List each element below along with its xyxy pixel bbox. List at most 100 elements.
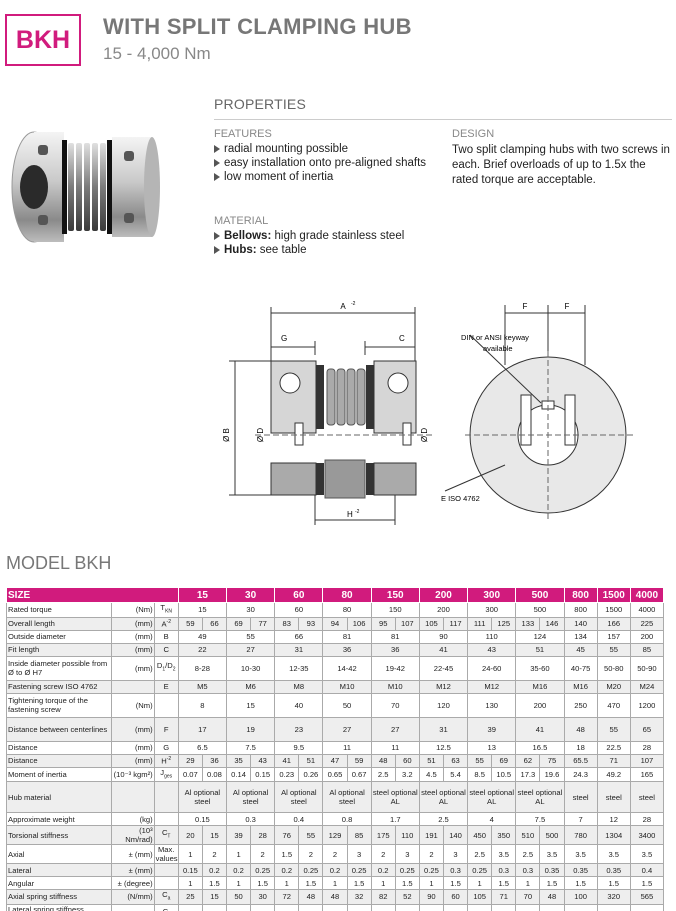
- keyway-note: DIN or ANSI keyway: [461, 333, 529, 342]
- table-cell: 0.3: [515, 863, 541, 878]
- table-cell: 110: [394, 825, 420, 846]
- table-cell: 0.2: [201, 863, 228, 878]
- material-item: Bellows: high grade stainless steel: [214, 229, 439, 243]
- feature-item: low moment of inertia: [214, 170, 439, 184]
- table-cell: 39: [225, 825, 252, 846]
- table-cell: 166: [596, 616, 631, 631]
- table-cell: M16: [515, 679, 565, 694]
- feature-item: easy installation onto pre-aligned shaft…: [214, 156, 439, 170]
- row-label: Moment of inertia: [5, 766, 113, 783]
- technical-drawing: A -2 G C Ø B Ø D Ø D H -2 F F DIN or ANS…: [222, 301, 635, 525]
- table-cell: 19: [225, 716, 276, 742]
- table-cell: 2.5: [418, 812, 469, 827]
- table-cell: 48: [539, 889, 565, 905]
- table-cell: 0.4: [629, 863, 665, 878]
- table-cell: 52: [394, 889, 420, 905]
- row-label: Fit length: [5, 642, 113, 657]
- row-symbol: B: [153, 629, 179, 644]
- table-cell: 5.4: [442, 766, 469, 783]
- row-label: Hub material: [5, 781, 113, 814]
- row-unit: (Nm): [111, 692, 155, 718]
- table-row: Lateral spring stiffness (N/mm)Cr4751379…: [5, 903, 665, 911]
- material-text: see table: [256, 244, 307, 256]
- table-cell: 0.23: [274, 766, 300, 783]
- product-badge: BKH: [5, 14, 81, 66]
- feature-item: radial mounting possible: [214, 142, 439, 156]
- table-cell: 0.2: [225, 863, 252, 878]
- table-cell: 27: [225, 642, 276, 657]
- table-cell: 1.5: [250, 876, 276, 891]
- row-symbol: A-2: [153, 616, 179, 631]
- material-item: Hubs: see table: [214, 243, 439, 257]
- table-cell: 1: [370, 876, 396, 891]
- table-cell: 41: [515, 716, 565, 742]
- table-cell: 70: [515, 889, 541, 905]
- table-cell: 69: [225, 616, 252, 631]
- dim-d2: Ø D: [420, 428, 429, 442]
- size-column-header: 800: [563, 587, 598, 603]
- table-cell: 60: [442, 889, 469, 905]
- row-label: Inside diameter possible from Ø to Ø H7: [5, 655, 113, 681]
- table-cell: 55: [596, 642, 631, 657]
- table-cell: 17: [177, 716, 228, 742]
- table-cell: 25: [177, 889, 203, 905]
- table-cell: 1.5: [563, 876, 598, 891]
- row-unit: (kg): [111, 812, 155, 827]
- table-cell: 55: [225, 629, 276, 644]
- table-cell: 3750: [467, 903, 493, 911]
- table-cell: 1.5: [201, 876, 228, 891]
- size-column-header: 60: [274, 587, 324, 603]
- table-cell: 6070: [629, 903, 665, 911]
- table-cell: 7.5: [225, 740, 276, 755]
- table-cell: steel: [563, 781, 598, 814]
- table-cell: 2: [201, 844, 228, 865]
- material-label: Hubs:: [224, 244, 257, 256]
- table-cell: 30: [225, 602, 276, 618]
- table-cell: 65.5: [563, 753, 598, 768]
- table-cell: 0.07: [177, 766, 203, 783]
- table-cell: 150: [370, 602, 420, 618]
- row-unit: (mm): [111, 740, 155, 755]
- dim-f: F: [523, 302, 528, 311]
- table-cell: 83: [274, 616, 300, 631]
- table-cell: 1.5: [491, 876, 517, 891]
- table-cell: 93: [298, 616, 324, 631]
- table-cell: 0.35: [563, 863, 598, 878]
- table-cell: 2: [298, 844, 324, 865]
- table-cell: 0.67: [346, 766, 372, 783]
- table-cell: M8: [274, 679, 324, 694]
- table-cell: 36: [370, 642, 420, 657]
- table-cell: 76: [274, 825, 300, 846]
- table-cell: 475: [177, 903, 203, 911]
- table-cell: 1: [515, 876, 541, 891]
- table-cell: steel: [596, 781, 631, 814]
- table-cell: 420: [298, 903, 324, 911]
- table-cell: 105: [418, 616, 444, 631]
- table-cell: 20: [177, 825, 203, 846]
- screw-note: E ISO 4762: [441, 494, 480, 503]
- table-cell: 35-60: [515, 655, 565, 681]
- table-cell: 450: [467, 825, 493, 846]
- table-cell: M16: [563, 679, 598, 694]
- table-cell: 300: [467, 602, 517, 618]
- table-cell: 140: [563, 616, 598, 631]
- table-cell: 36: [322, 642, 372, 657]
- table-cell: 2500: [515, 903, 541, 911]
- table-cell: 10-30: [225, 655, 276, 681]
- table-cell: Al optional steel: [322, 781, 372, 814]
- keyway-note-2: available: [483, 344, 513, 353]
- size-column-header: 30: [225, 587, 276, 603]
- table-cell: 40: [274, 692, 324, 718]
- table-cell: 840: [539, 903, 565, 911]
- dim-d1: Ø D: [256, 428, 265, 442]
- table-cell: 1: [225, 844, 252, 865]
- table-cell: 41: [274, 753, 300, 768]
- table-cell: 94: [322, 616, 348, 631]
- table-cell: 4: [467, 812, 517, 827]
- table-cell: 191: [418, 825, 444, 846]
